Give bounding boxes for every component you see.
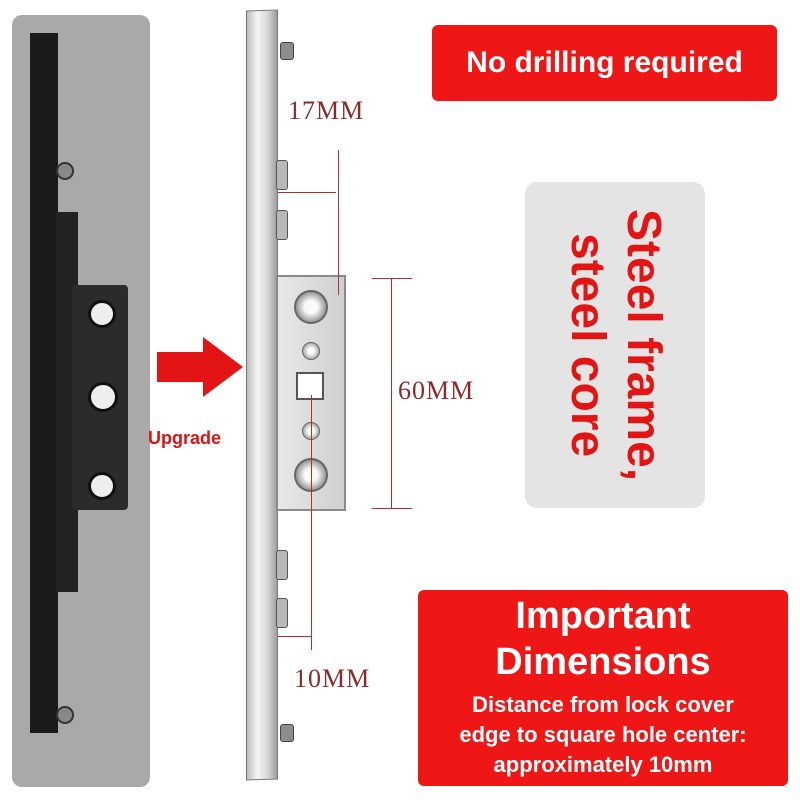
square-hole-center-line [311, 395, 312, 650]
right-arrow-head-icon [203, 337, 243, 397]
dimension-label-10mm: 10MM [294, 664, 371, 693]
important-description: Distance from lock cover edge to square … [459, 690, 746, 780]
dimension-line-10mm [278, 636, 311, 637]
old-screw-top [56, 162, 74, 180]
old-lock-bar [30, 33, 58, 733]
square-hole [296, 372, 324, 400]
old-square-hole [88, 382, 118, 412]
dimension-line-60mm [391, 278, 392, 508]
important-desc-line1: Distance from lock cover [472, 692, 734, 717]
important-desc-line3: approximately 10mm [493, 752, 713, 777]
pin-top [280, 42, 294, 60]
dimension-guide-17mm [338, 150, 339, 295]
old-screw-hole-top [88, 300, 116, 328]
pin-bottom [280, 724, 294, 742]
small-hole-upper [302, 342, 320, 360]
upgrade-label: Upgrade [148, 428, 222, 448]
dimension-tick-bottom [372, 508, 412, 509]
dimension-label-60mm: 60MM [398, 376, 475, 405]
dimension-line-17mm [278, 192, 336, 193]
hook-lower [276, 550, 288, 580]
new-lock-bar [246, 9, 278, 781]
hook-upper [276, 160, 288, 190]
dimension-tick-top [372, 278, 412, 279]
right-arrow-icon [157, 352, 205, 382]
dimension-label-17mm: 17MM [288, 96, 365, 125]
steel-frame-line2: steel core [561, 232, 614, 458]
important-dimensions-box: Important Dimensions Distance from lock … [418, 590, 788, 786]
steel-frame-label: Steel frame, steel core [525, 182, 705, 508]
old-screw-hole-bottom [88, 472, 116, 500]
steel-frame-line1: Steel frame, [617, 208, 670, 482]
hook-lower-2 [276, 598, 288, 628]
screw-hole-top [294, 290, 328, 324]
important-desc-line2: edge to square hole center: [459, 722, 747, 747]
old-screw-bottom [56, 706, 74, 724]
important-title-line1: Important [515, 595, 691, 637]
no-drilling-badge: No drilling required [432, 25, 777, 101]
hook-upper-2 [276, 210, 288, 240]
important-title-line2: Dimensions [495, 641, 711, 683]
steel-frame-panel [525, 182, 705, 508]
